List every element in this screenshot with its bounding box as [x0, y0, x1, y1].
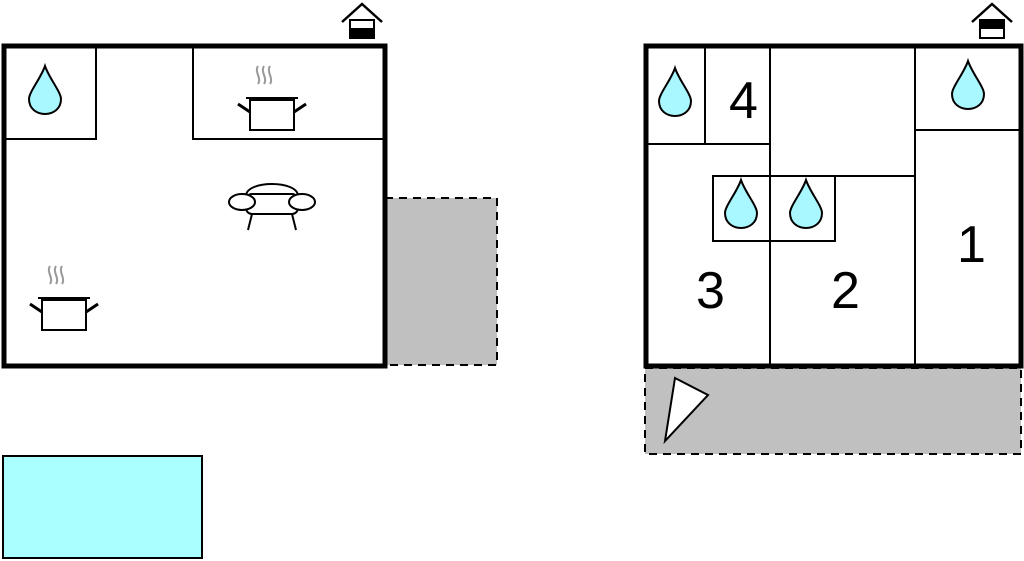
house-level-ground-icon [341, 2, 383, 39]
bedroom-3-label: 3 [696, 262, 725, 320]
bedroom-4-label: 4 [729, 72, 758, 130]
compass-pointer [663, 376, 710, 445]
upper-floor: 4 3 2 1 [643, 2, 1024, 455]
sofa-icon [228, 183, 316, 231]
house-level-upper-icon [971, 2, 1013, 39]
bedroom-1-label: 1 [957, 216, 986, 274]
balcony [644, 367, 1022, 455]
ground-floor [1, 2, 498, 369]
pool [2, 455, 203, 559]
bedroom-2-label: 2 [831, 262, 860, 320]
bathroom-room [3, 45, 97, 140]
terrace [384, 197, 498, 366]
kitchen-room [192, 45, 386, 140]
